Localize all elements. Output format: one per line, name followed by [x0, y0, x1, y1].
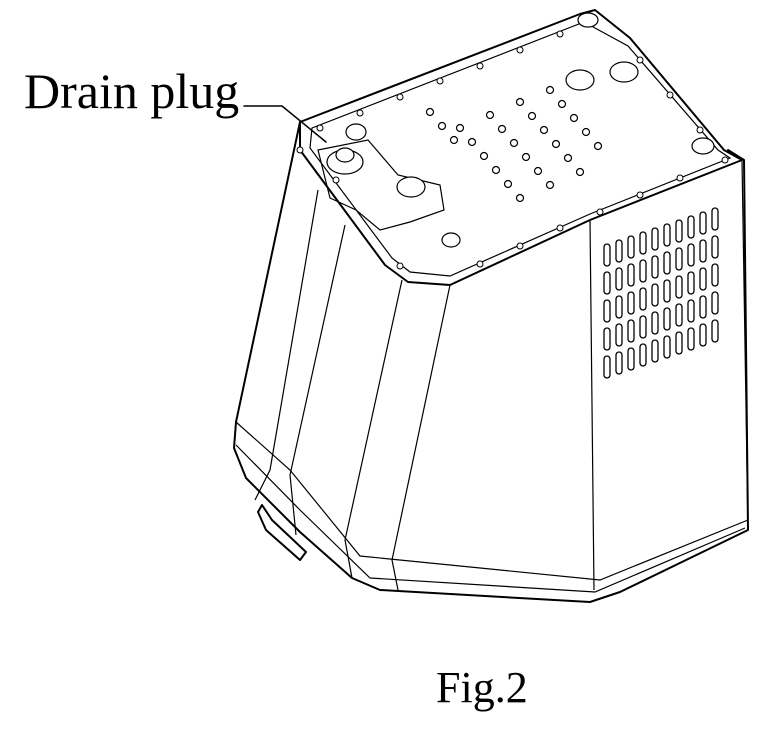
panel-seam-2: [289, 224, 346, 536]
body-outline: [233, 121, 749, 603]
side-handle: [257, 504, 307, 561]
top-plate: [299, 9, 743, 286]
drain-plug-cap: [335, 147, 355, 163]
panel-seam-1: [254, 189, 319, 501]
top-plate-inner: [309, 21, 732, 277]
foot-1: [577, 12, 599, 28]
panel-seam-3: [344, 279, 403, 579]
callout-leader-line: [243, 105, 327, 143]
foot-2: [565, 69, 595, 91]
drain-plug-label: Drain plug: [24, 63, 240, 119]
plate-vent-holes: [425, 85, 603, 203]
foot-4: [691, 137, 715, 155]
figure-caption: Fig.2: [436, 663, 528, 712]
side-vent-slots: [603, 207, 719, 379]
drain-plug-knob: [345, 123, 367, 141]
center-hole: [396, 176, 426, 198]
panel-edge-right: [741, 159, 749, 531]
base-edge-2: [235, 444, 746, 593]
plate-foot-small: [441, 232, 461, 248]
foot-3: [609, 61, 639, 83]
plate-screws: [296, 30, 729, 270]
base-edge-1: [235, 421, 749, 581]
drain-recess: [317, 139, 445, 231]
panel-seam-4: [391, 284, 451, 591]
panel-seam-5: [589, 219, 595, 591]
